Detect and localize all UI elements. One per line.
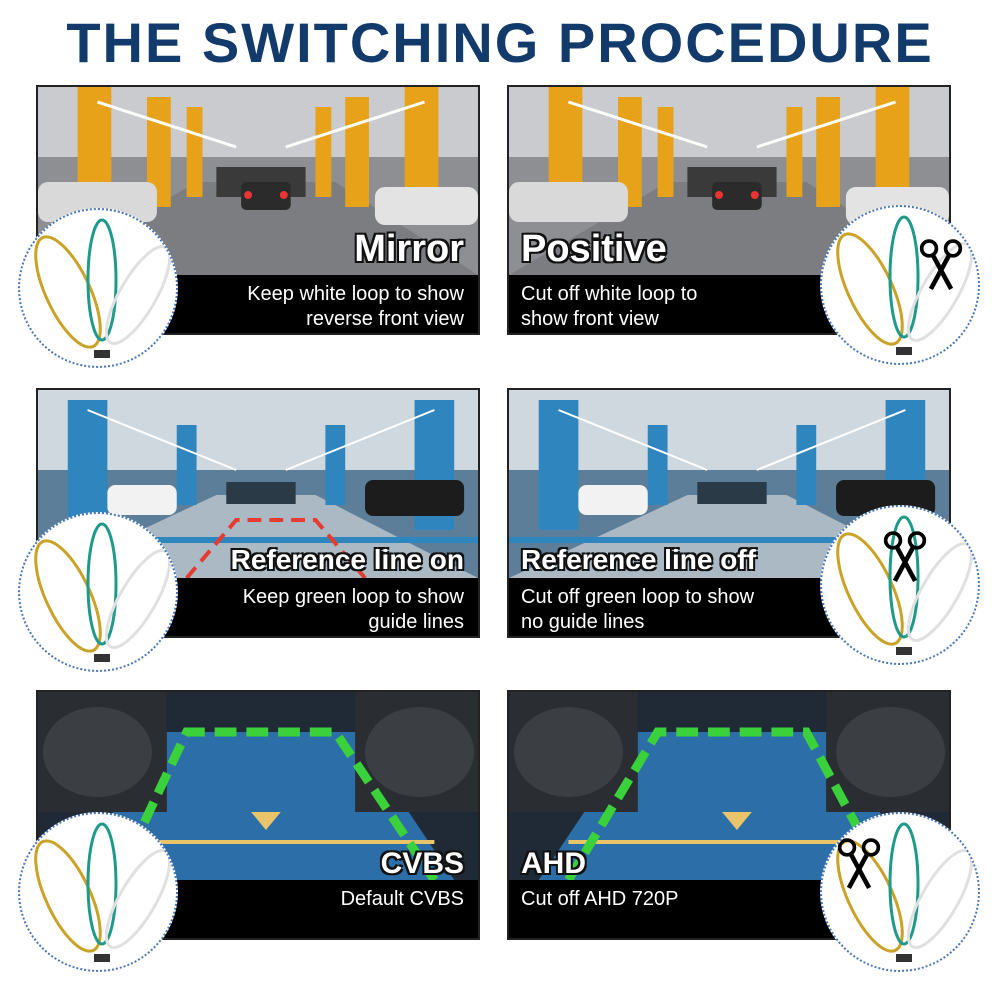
wire-loops-icon bbox=[18, 512, 178, 672]
parking-spot-photo bbox=[38, 692, 478, 880]
panel-heading: Reference line on bbox=[230, 544, 464, 575]
page-title: THE SWITCHING PROCEDURE bbox=[66, 11, 934, 74]
panel-heading: Positive bbox=[521, 228, 667, 270]
scissors-icon bbox=[918, 237, 964, 293]
panel-description: Keep white loop to show reverse front vi… bbox=[247, 283, 464, 330]
wire-loops-cut-icon bbox=[820, 812, 980, 972]
wire-loops-icon bbox=[18, 208, 178, 368]
panel-description: Cut off green loop to show no guide line… bbox=[521, 586, 755, 633]
panel-description: Default CVBS bbox=[340, 888, 464, 910]
panel-description: Cut off AHD 720P bbox=[521, 888, 679, 910]
panel-heading: Mirror bbox=[354, 228, 464, 270]
garage-photo bbox=[38, 390, 478, 578]
panel-description: Cut off white loop to show front view bbox=[521, 283, 698, 330]
wire-loops-icon bbox=[18, 812, 178, 972]
wire-loops-cut-icon bbox=[820, 205, 980, 365]
panel-description: Keep green loop to show guide lines bbox=[242, 586, 464, 633]
panel-heading: CVBS bbox=[380, 847, 464, 880]
scissors-icon bbox=[836, 836, 882, 892]
wire-loops-cut-icon bbox=[820, 505, 980, 665]
panel-heading: AHD bbox=[521, 847, 586, 880]
panel-heading: Reference line off bbox=[521, 544, 756, 575]
scissors-icon bbox=[882, 529, 928, 585]
